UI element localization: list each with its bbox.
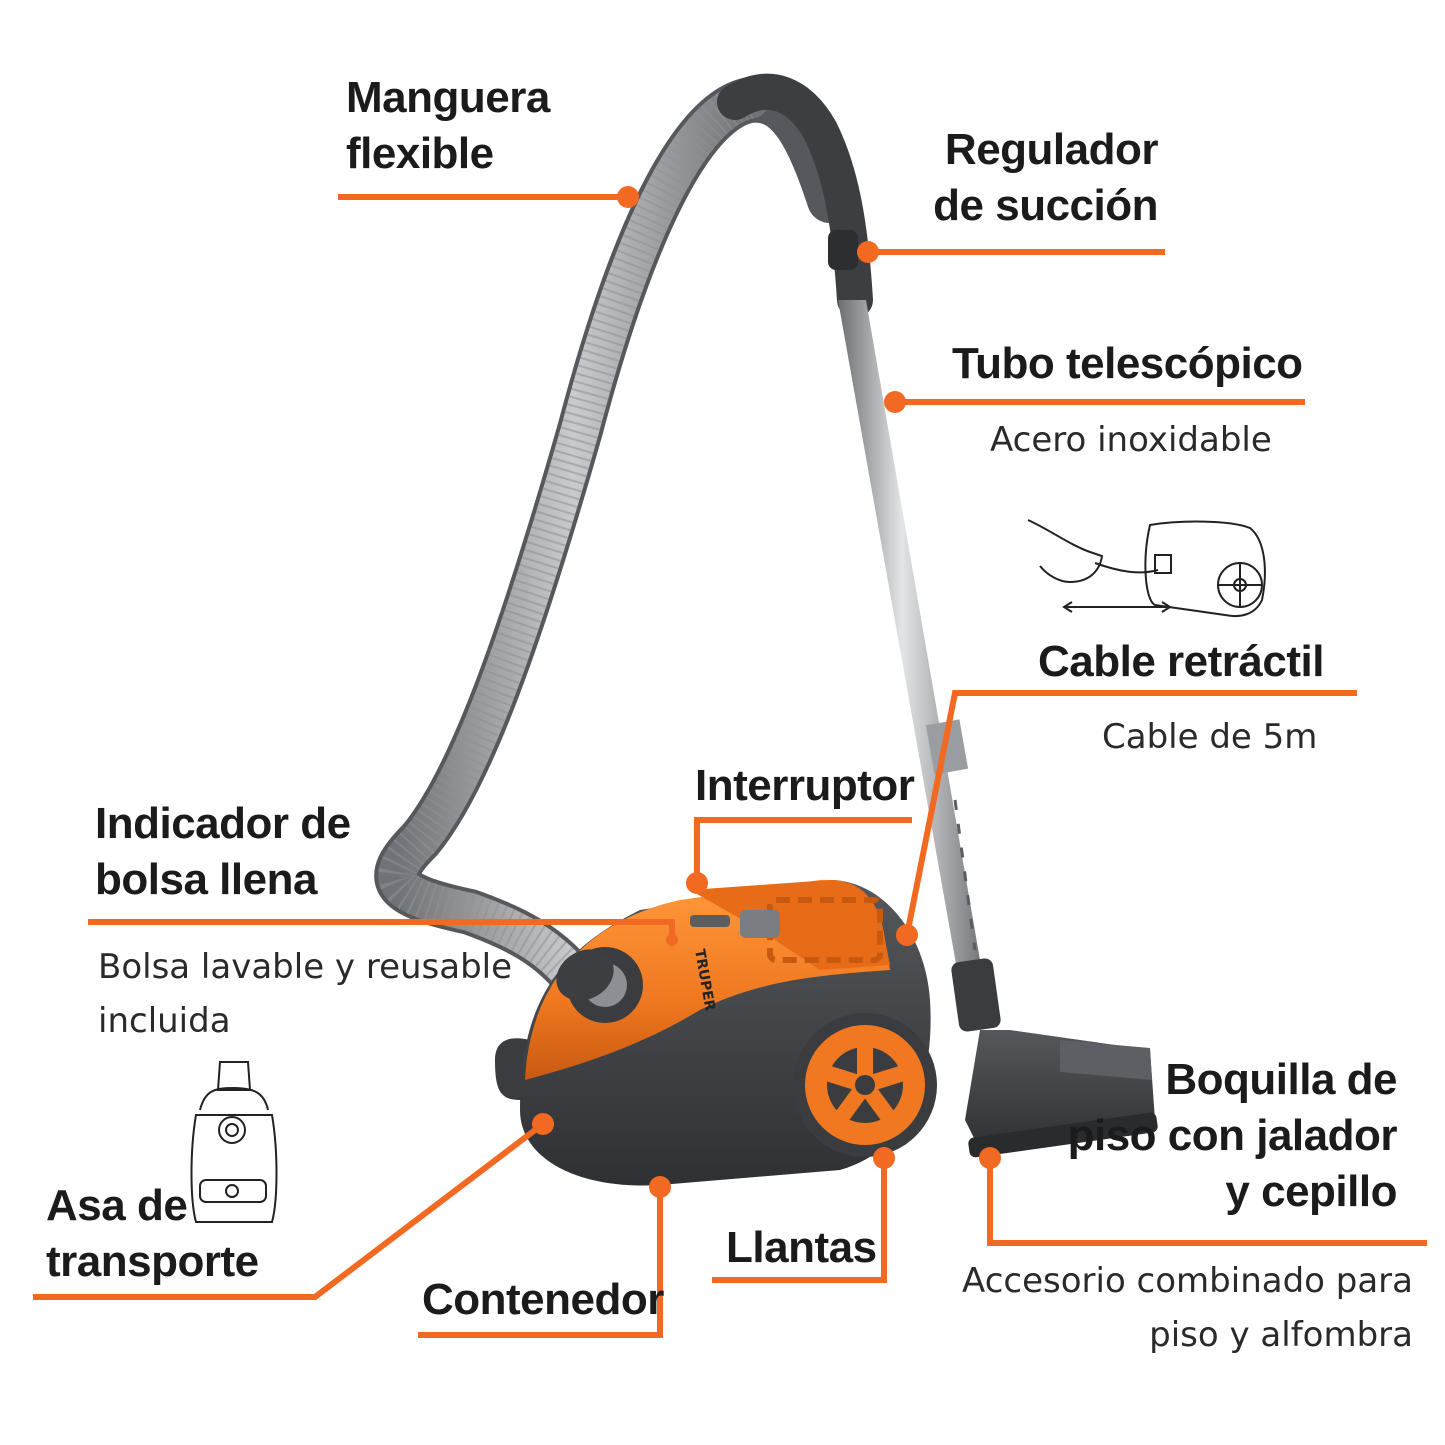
label-manguera: Manguera flexible <box>346 70 550 182</box>
detail-indicador-line1: Bolsa lavable y reusable <box>98 947 513 987</box>
leader-contenedor <box>418 1187 663 1338</box>
retractable-cable-pictogram-icon <box>1027 519 1266 618</box>
label-interruptor: Interruptor <box>695 761 915 810</box>
detail-cable: Cable de 5m <box>1102 717 1318 757</box>
label-indicador: Indicador de bolsa llena <box>95 796 351 908</box>
label-contenedor: Contenedor <box>422 1275 664 1324</box>
label-asa-line1: Asa de <box>46 1181 188 1230</box>
floor-nozzle <box>965 1030 1158 1158</box>
detail-indicador: Bolsa lavable y reusable incluida <box>98 940 512 1048</box>
label-llantas: Llantas <box>726 1223 877 1272</box>
label-regulador-line1: Regulador <box>944 125 1159 174</box>
leader-llantas <box>712 1158 887 1283</box>
wheel <box>793 1013 937 1157</box>
label-manguera-line1: Manguera <box>346 73 550 122</box>
label-tubo: Tubo telescópico <box>952 339 1303 388</box>
label-indicador-line2: bolsa llena <box>95 855 317 904</box>
label-asa-line2: transporte <box>46 1237 259 1286</box>
flexible-hose <box>374 76 853 1023</box>
leader-indicador <box>88 919 675 940</box>
callout-dots <box>532 186 1001 1198</box>
detail-tubo: Acero inoxidable <box>990 420 1272 460</box>
label-boquilla-line1: Boquilla de <box>1165 1055 1397 1104</box>
detail-boquilla-line1: Accesorio combinado para <box>962 1261 1413 1301</box>
detail-boquilla: Accesorio combinado para piso y alfombra <box>962 1254 1413 1362</box>
label-cable: Cable retráctil <box>1038 637 1324 686</box>
label-regulador-line2: de succión <box>933 181 1158 230</box>
label-boquilla-line3: y cepillo <box>1225 1167 1397 1216</box>
carry-handle-pictogram-icon <box>190 1061 278 1223</box>
detail-boquilla-line2: piso y alfombra <box>1149 1315 1413 1355</box>
leader-asa <box>33 1121 545 1300</box>
leader-cable <box>904 690 1357 936</box>
label-boquilla: Boquilla de piso con jalador y cepillo <box>1067 1052 1398 1220</box>
label-asa: Asa de transporte <box>46 1178 259 1290</box>
label-indicador-line1: Indicador de <box>95 799 351 848</box>
suction-regulator-handle <box>717 73 873 318</box>
label-manguera-line2: flexible <box>346 129 494 178</box>
label-regulador: Regulador de succión <box>933 122 1158 234</box>
leader-boquilla <box>987 1158 1427 1246</box>
leader-interruptor <box>694 817 912 883</box>
detail-indicador-line2: incluida <box>98 1001 231 1041</box>
label-boquilla-line2: piso con jalador <box>1067 1111 1398 1160</box>
